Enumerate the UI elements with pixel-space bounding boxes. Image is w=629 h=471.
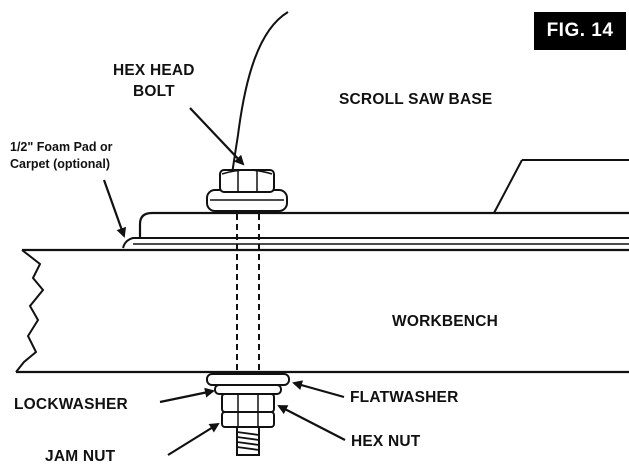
bolt-shank [236,214,260,378]
scroll-saw-base [138,159,629,238]
flatwasher-label: FLATWASHER [350,389,459,406]
workbench-board [15,248,629,374]
arrow-lockwasher [159,387,215,404]
figure-number-badge: FIG. 14 [534,12,626,50]
foam-pad-label-line2: Carpet (optional) [10,157,110,171]
hex-head-bolt [206,169,288,212]
hex-head-bolt-label-line1: HEX HEAD [113,62,195,79]
arrow-hex-nut [277,405,346,441]
hex-nut [221,393,275,413]
jam-nut-label: JAM NUT [45,448,116,465]
hex-nut-label: HEX NUT [351,433,421,450]
arrow-jam-nut [167,422,220,456]
lockwasher-label: LOCKWASHER [14,396,128,413]
hex-head-bolt-label-line2: BOLT [133,83,175,100]
jam-nut [221,411,275,428]
arrow-foam-pad [102,179,127,238]
arrow-flatwasher [292,380,345,399]
workbench-label: WORKBENCH [392,313,498,330]
power-cord [230,11,289,181]
arrow-hex-head-bolt [189,107,245,166]
foam-pad [122,237,629,249]
foam-pad-label-line1: 1/2" Foam Pad or [10,140,113,154]
scroll-saw-base-label: SCROLL SAW BASE [339,91,493,108]
bolt-thread-end [236,426,260,456]
lockwasher [214,384,282,395]
flatwasher [206,373,290,386]
